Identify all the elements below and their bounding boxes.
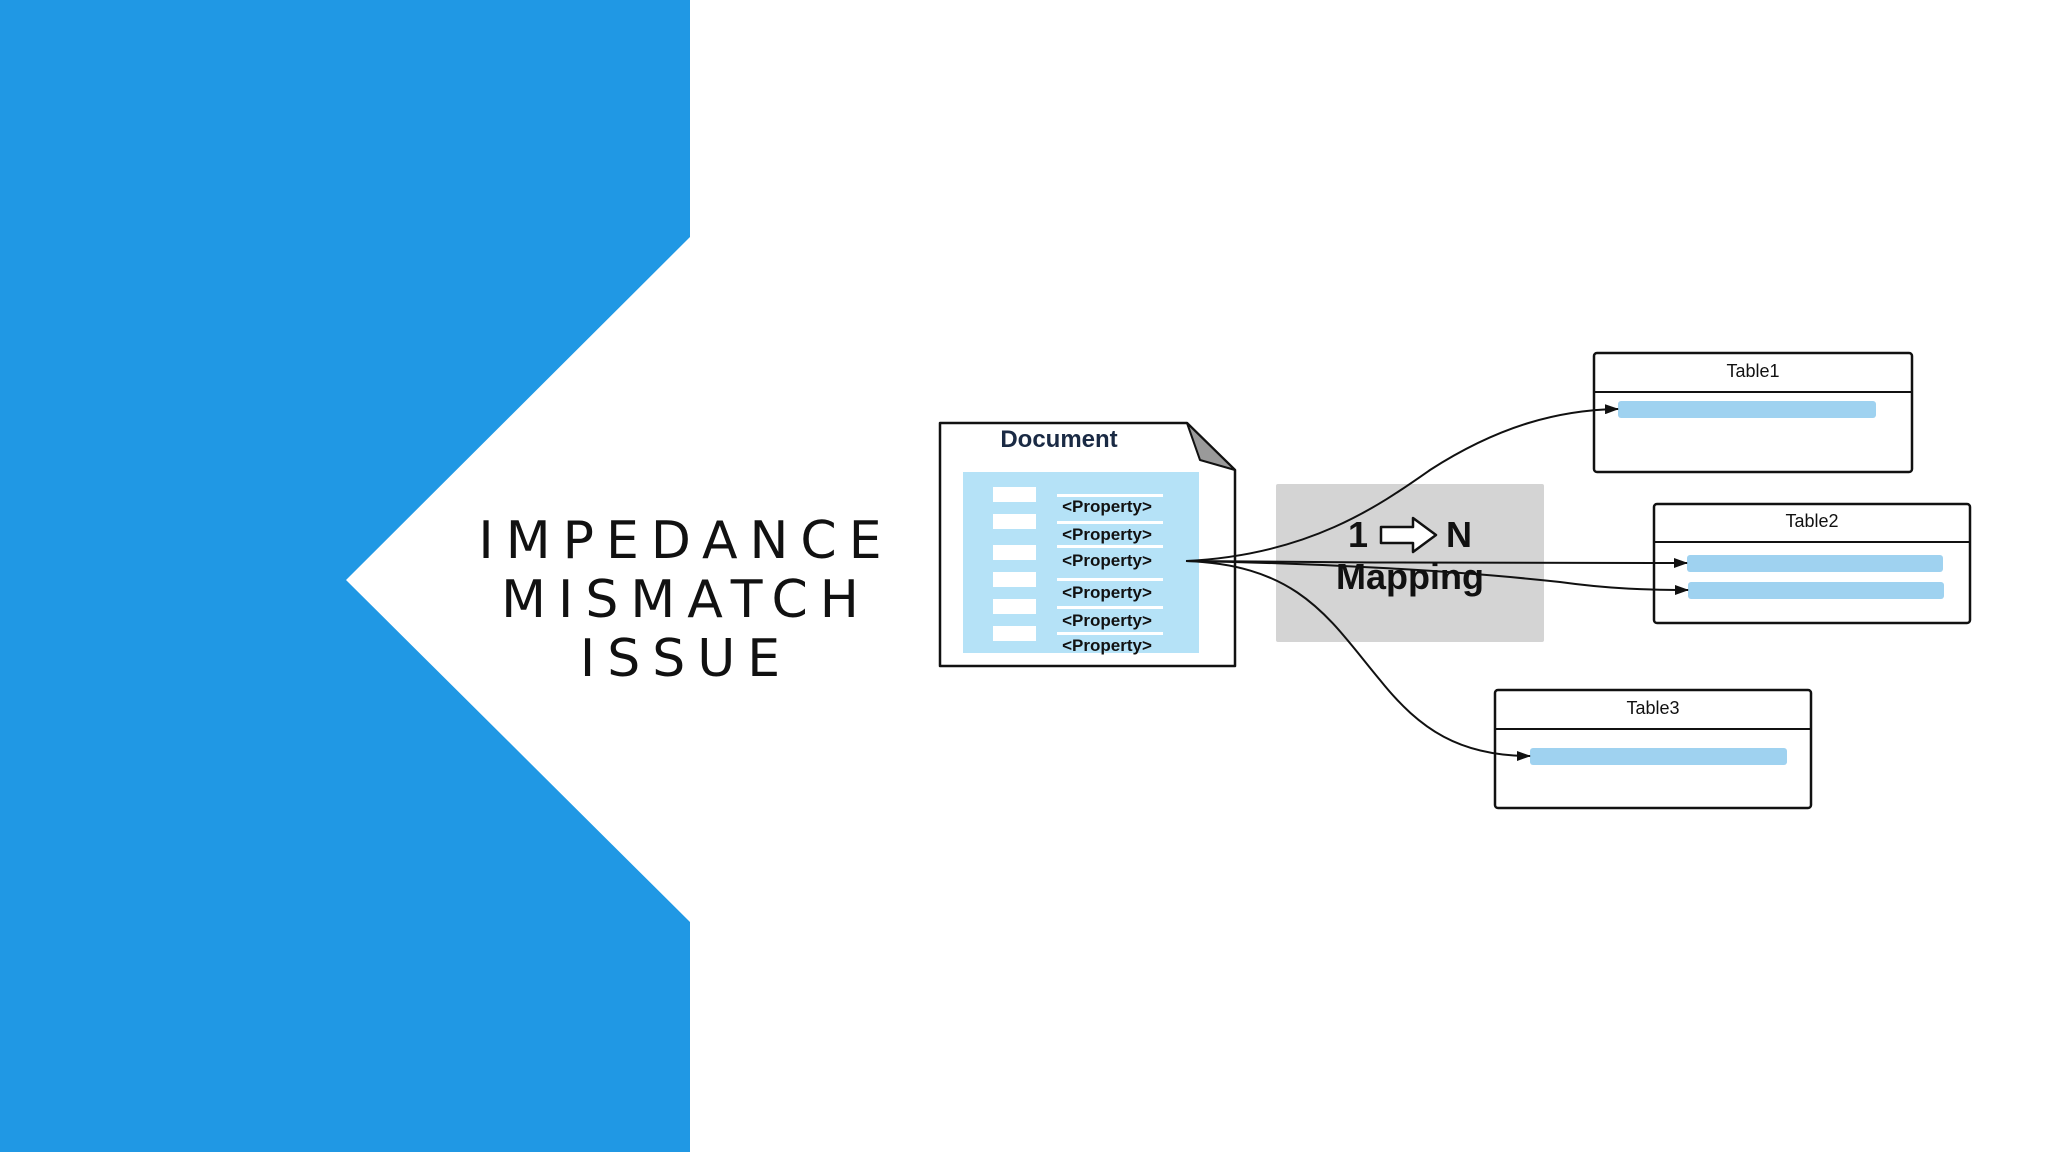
property-field [993,626,1036,641]
table-row [1618,401,1876,418]
property-label: <Property> [1062,583,1152,602]
property-divider [1057,632,1163,635]
property-field [993,514,1036,529]
property-row: <Property> [993,626,1163,655]
table-node: Table1 [1592,351,1914,474]
document-title: Document [1000,426,1117,453]
property-row: <Property> [993,545,1163,570]
table-title: Table2 [1785,511,1838,531]
document-corner-fold [1186,422,1236,471]
document-body [963,472,1199,653]
property-row: <Property> [993,514,1163,544]
property-label: <Property> [1062,611,1152,630]
connector-to-table3 [1185,560,1531,761]
title-line-3: ISSUE [580,629,792,689]
right-arrow-icon [1379,516,1438,554]
document-node: Document <Property> <Property> <Property… [938,421,1237,668]
table-title: Table3 [1626,698,1679,718]
property-divider [1057,494,1163,497]
property-row: <Property> [993,599,1163,630]
property-field [993,545,1036,560]
property-divider [1057,578,1163,581]
property-field [993,572,1036,587]
mapping-left-number: 1 [1348,514,1368,555]
connector-to-table2-row2 [1185,560,1689,595]
table-node: Table3 [1493,688,1813,810]
connector-to-table1 [1185,404,1619,562]
table-row [1687,555,1943,572]
property-divider [1057,606,1163,609]
mapping-right-letter: N [1446,514,1472,555]
property-label: <Property> [1062,525,1152,544]
table-row [1530,748,1787,765]
property-divider [1057,521,1163,524]
accent-panel [0,0,690,1152]
table-node: Table2 [1652,502,1972,625]
property-label: <Property> [1062,497,1152,516]
mapping-connectors [1185,404,1689,761]
property-field [993,487,1036,502]
title-line-1: IMPEDANCE [478,511,893,571]
property-row: <Property> [993,572,1163,602]
table-row [1688,582,1944,599]
property-divider [1057,545,1163,548]
property-label: <Property> [1062,551,1152,570]
property-field [993,599,1036,614]
property-row: <Property> [993,487,1163,516]
table-title: Table1 [1726,361,1779,381]
slide-title: IMPEDANCE MISMATCH ISSUE [478,511,893,689]
property-label: <Property> [1062,636,1152,655]
title-line-2: MISMATCH [501,570,871,630]
